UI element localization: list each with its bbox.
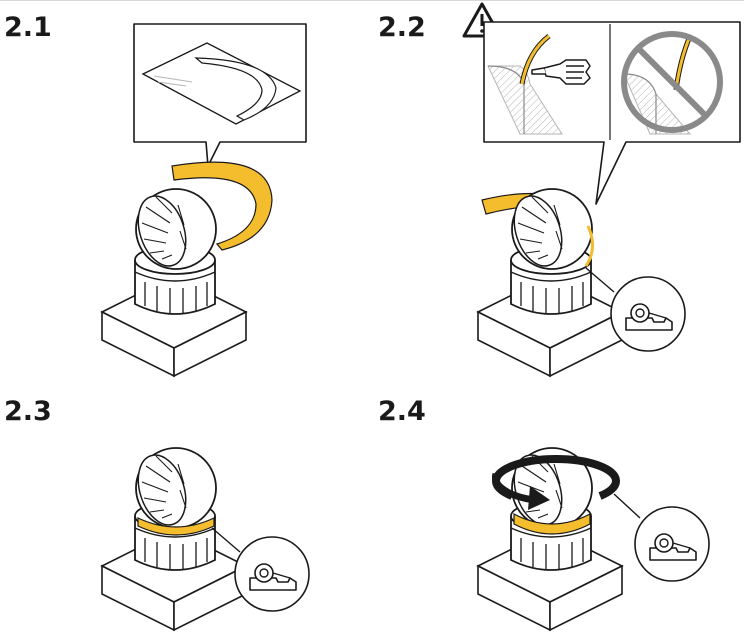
step-2-2-illustration: [462, 2, 741, 377]
step-2-1-illustration: [101, 23, 307, 377]
tape-band: [513, 513, 591, 535]
step-label-2-1: 2.1: [4, 12, 52, 43]
tape-strip: [171, 161, 273, 251]
tape-dispenser-icon: [234, 536, 310, 612]
prohibited-icon: [621, 31, 723, 133]
top-divider: [0, 0, 744, 1]
step-label-2-2: 2.2: [378, 12, 426, 43]
step-2-4-illustration: [477, 447, 710, 631]
tape-dispenser-icon: [610, 276, 686, 352]
step-2-3-illustration: [101, 447, 310, 631]
tape-dispenser-icon: [634, 506, 710, 582]
tape-band: [137, 517, 215, 536]
correct-tape-detail: [487, 34, 563, 135]
pointing-hand-icon: [531, 59, 591, 85]
step-label-2-4: 2.4: [378, 396, 426, 427]
rotate-arrow-icon: [491, 455, 620, 510]
tape-backing-sheet: [141, 42, 302, 125]
step-label-2-3: 2.3: [4, 396, 52, 427]
